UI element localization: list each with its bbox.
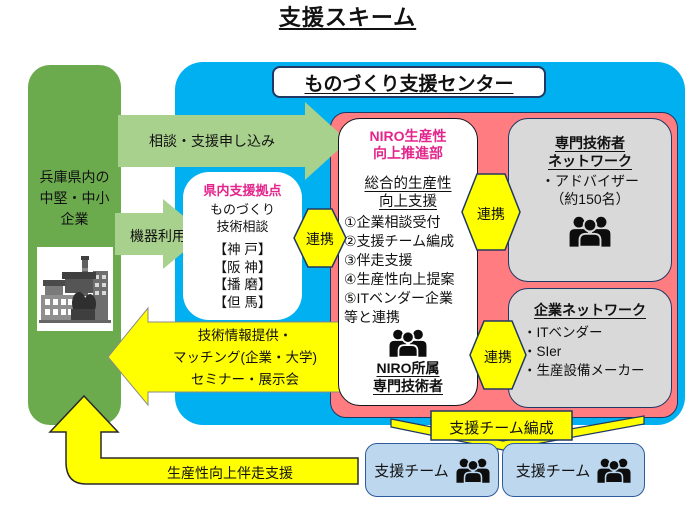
page-title-text: 支援スキーム xyxy=(278,5,417,30)
niro-item-1: ①企業相談受付 xyxy=(344,214,441,230)
niro-item-2: ②支援チーム編成 xyxy=(344,233,455,249)
support-team-1-people-icon xyxy=(456,458,490,484)
support-team-2-people-icon xyxy=(597,458,631,484)
niro-promotion-box: NIRO生産性 向上推進部 総合的生産性 向上支援 ①企業相談受付 ②支援チーム… xyxy=(338,118,478,406)
monodukuri-center-title: ものづくり支援センター xyxy=(272,66,546,98)
accompany-support-arrow xyxy=(46,392,362,488)
accompany-support-arrow-label: 生産性向上伴走支援 xyxy=(167,465,293,481)
renkei-hexagon-bottom-right xyxy=(469,320,527,390)
niro-promotion-title: NIRO生産性 向上推進部 xyxy=(369,128,447,161)
equipment-arrow-label: 機器利用 xyxy=(130,228,186,244)
support-team-box-1: 支援チーム xyxy=(365,443,499,497)
location-tajima: 【但 馬】 xyxy=(213,294,272,310)
expert-network-title: 専門技術者 ネットワーク xyxy=(548,135,632,169)
niro-item-5: ⑤ITベンダー企業 xyxy=(344,290,453,306)
niro-item-5b: 等と連携 xyxy=(344,309,400,325)
location-hanshin: 【阪 神】 xyxy=(213,259,272,275)
renkei-hexagon-top-right xyxy=(461,173,521,251)
support-team-box-2: 支援チーム xyxy=(502,443,645,497)
support-team-1-label: 支援チーム xyxy=(374,462,449,480)
niro-support-items: ①企業相談受付 ②支援チーム編成 ③伴走支援 ④生産性向上提案 ⑤ITベンダー企… xyxy=(339,213,477,327)
renkei-hexagon-top-right-label: 連携 xyxy=(477,206,505,222)
tech-info-arrow-label: 技術情報提供・ マッチング(企業・大学) セミナー・展示会 xyxy=(173,328,317,387)
support-team-2-label: 支援チーム xyxy=(515,462,591,480)
renkei-hexagon-left-label: 連携 xyxy=(306,231,334,247)
renkei-hexagon-bottom-right-label: 連携 xyxy=(484,349,512,365)
consult-arrow-label: 相談・支援申し込み xyxy=(149,133,275,149)
company-network-title: 企業ネットワーク xyxy=(534,302,646,318)
hyogo-companies-label: 兵庫県内の 中堅・中小 企業 xyxy=(39,169,110,227)
prefecture-support-base-title: 県内支援拠点 xyxy=(203,183,282,198)
niro-item-3: ③伴走支援 xyxy=(344,252,413,268)
company-network-item-3: ・生産設備メーカー xyxy=(523,363,645,378)
expert-network-box: 専門技術者 ネットワーク ・アドバイザー （約150名） xyxy=(508,118,672,282)
prefecture-support-base-subtitle: ものづくり 技術相談 xyxy=(209,202,275,234)
expert-network-detail: ・アドバイザー （約150名） xyxy=(541,173,639,207)
location-harima: 【播 磨】 xyxy=(213,277,272,292)
team-formation-arrow-label: 支援チーム編成 xyxy=(449,420,554,437)
niro-item-4: ④生産性向上提案 xyxy=(344,271,455,287)
equipment-arrow xyxy=(113,196,208,272)
company-network-item-1: ・ITベンダー xyxy=(523,325,603,340)
prefecture-support-base-box: 県内支援拠点 ものづくり 技術相談 【神 戸】 【阪 神】 【播 磨】 【但 馬… xyxy=(183,172,302,320)
location-kobe: 【神 戸】 xyxy=(213,242,272,257)
company-network-item-2: ・SIer xyxy=(523,344,562,359)
company-network-items: ・ITベンダー ・SIer ・生産設備メーカー xyxy=(509,323,671,380)
renkei-hexagon-left xyxy=(293,208,347,268)
company-network-box: 企業ネットワーク ・ITベンダー ・SIer ・生産設備メーカー xyxy=(508,288,672,408)
page-title: 支援スキーム xyxy=(0,0,695,32)
niro-staff-label: NIRO所属 専門技術者 xyxy=(373,360,443,394)
monodukuri-center-title-text: ものづくり支援センター xyxy=(304,73,514,95)
prefecture-support-base-locations: 【神 戸】 【阪 神】 【播 磨】 【但 馬】 xyxy=(183,241,302,311)
niro-people-icon xyxy=(339,328,477,358)
expert-people-icon xyxy=(509,215,671,248)
hyogo-companies-box xyxy=(28,65,121,425)
factory-icon xyxy=(37,247,113,331)
niro-support-subtitle: 総合的生産性 向上支援 xyxy=(364,176,452,210)
consult-arrow xyxy=(115,98,351,182)
